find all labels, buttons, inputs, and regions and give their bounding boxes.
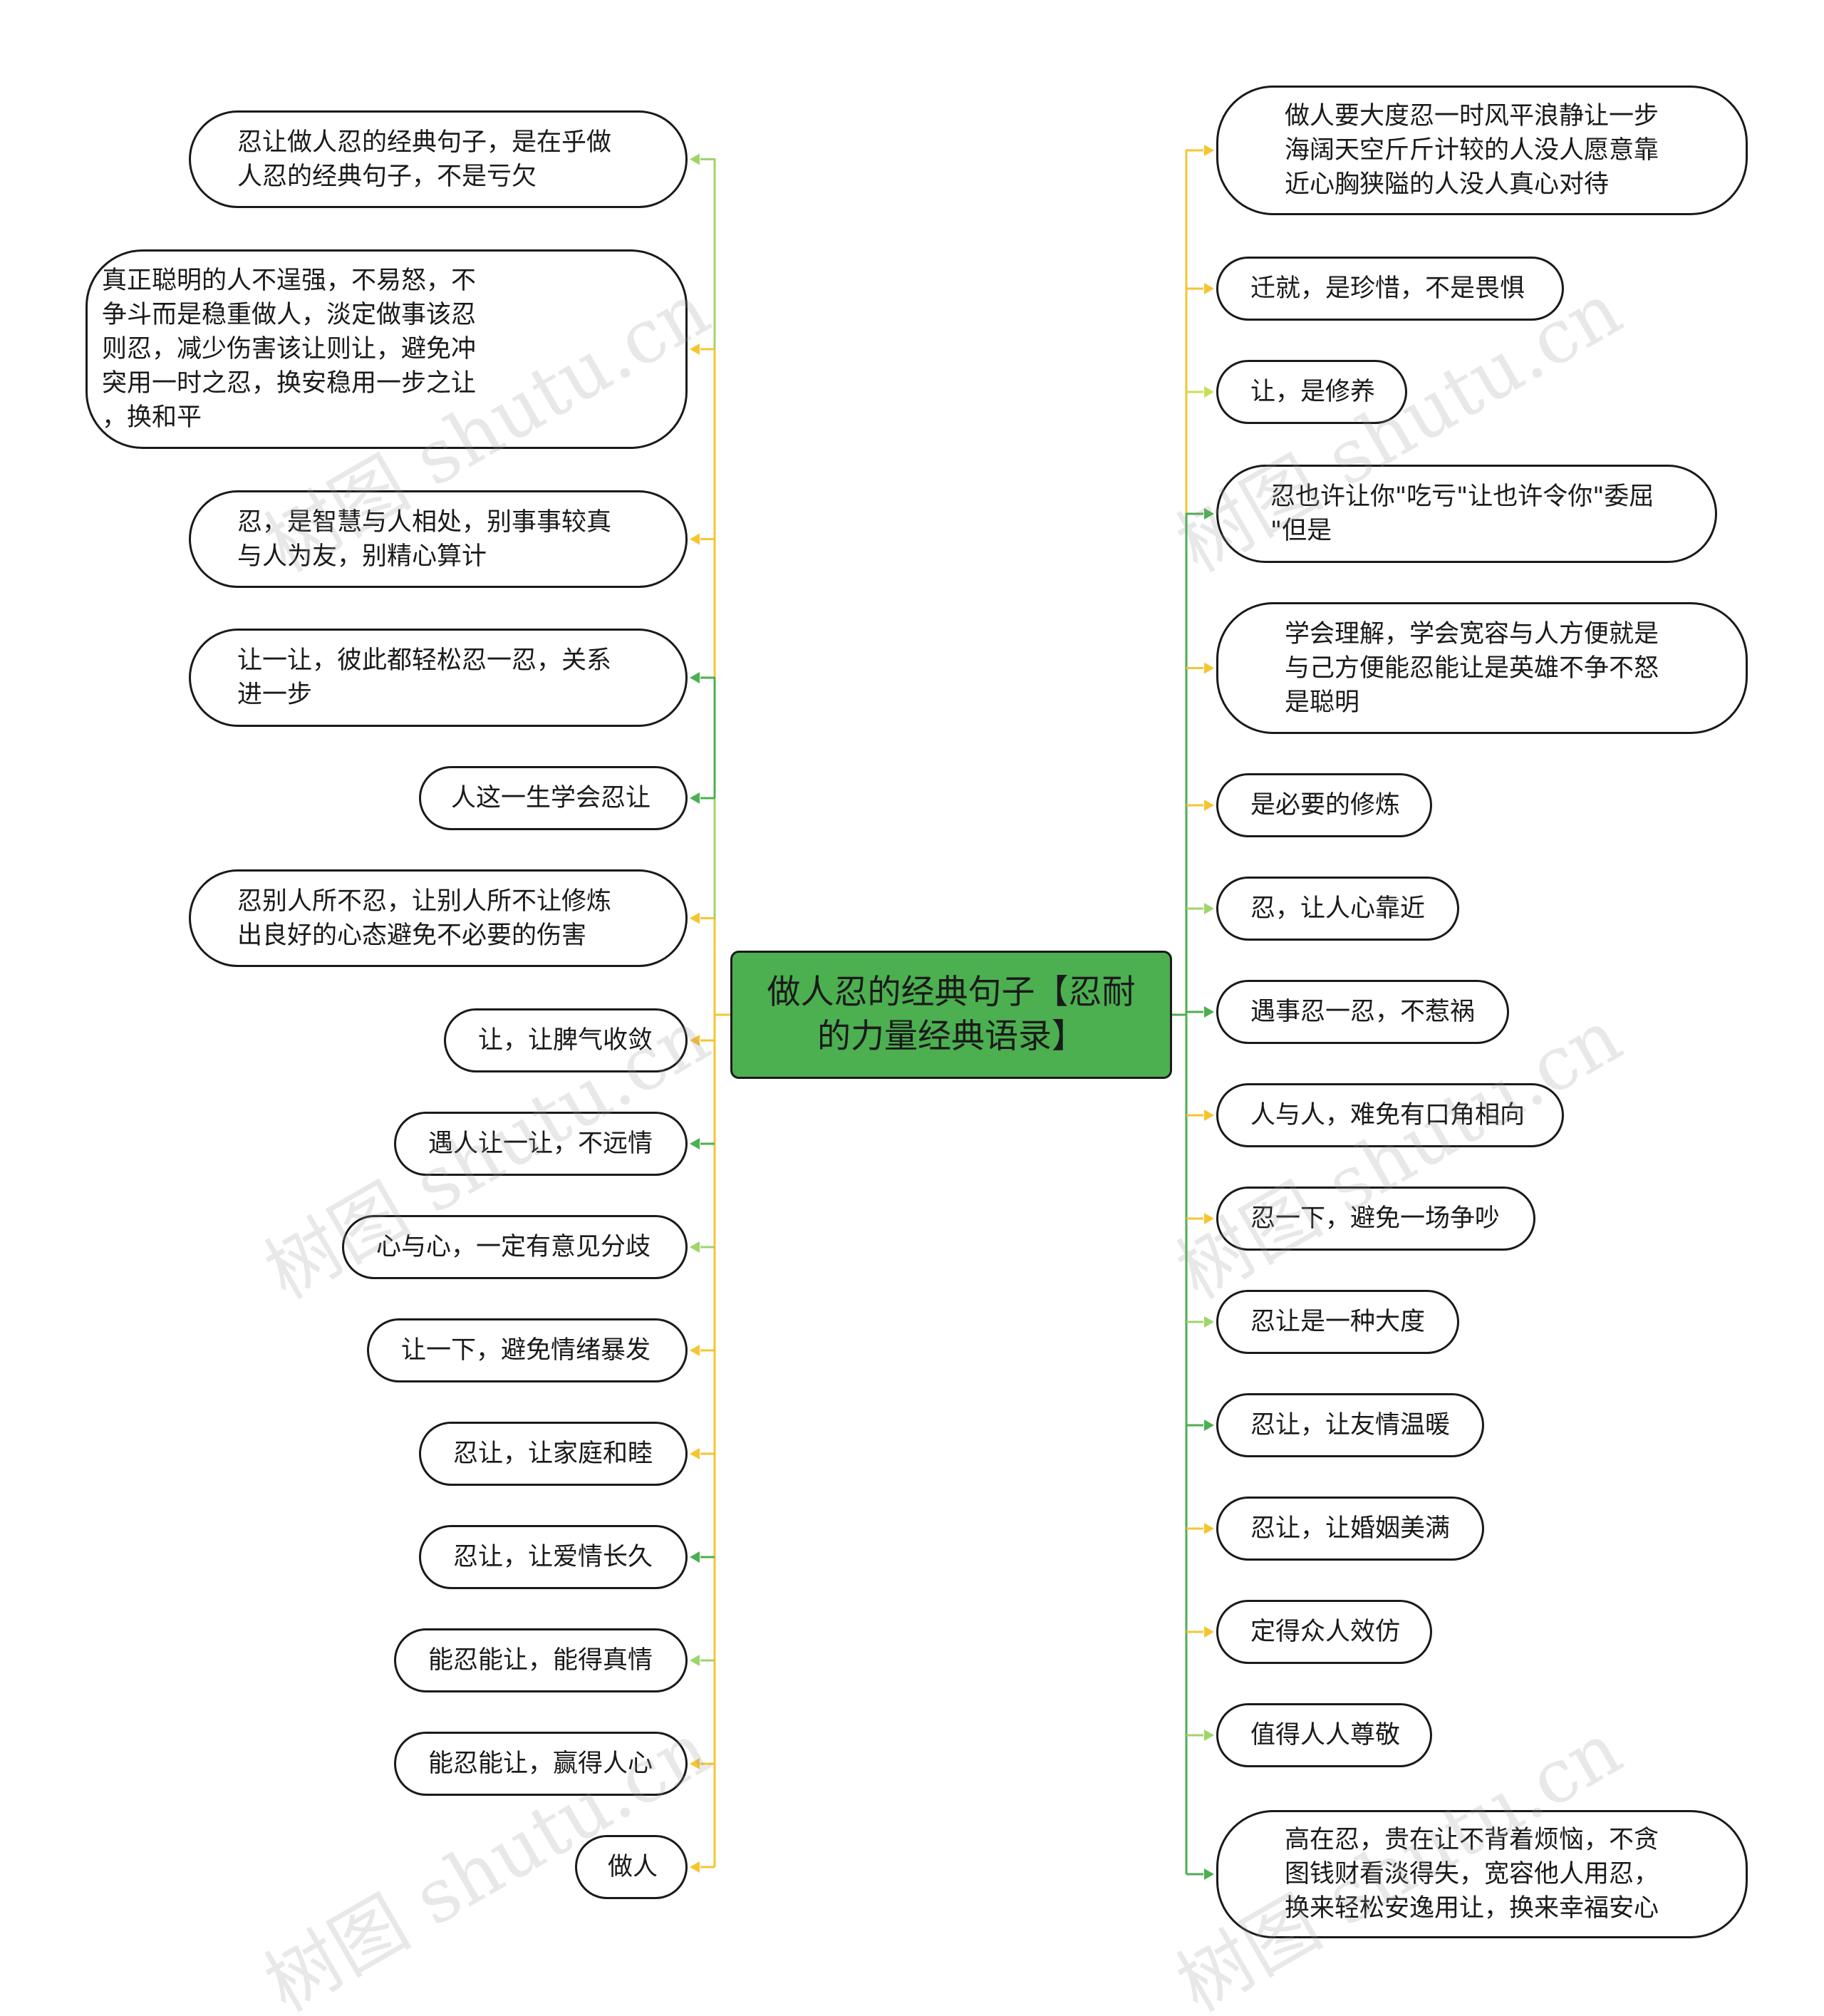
left-topic-node[interactable]: 遇人让一让，不远情 (394, 1112, 688, 1176)
right-topic-node[interactable]: 人与人，难免有口角相向 (1216, 1083, 1564, 1147)
topic-text: 人与人，难免有口角相向 (1250, 1101, 1525, 1130)
left-topic-node[interactable]: 忍让，让爱情长久 (419, 1525, 688, 1589)
arrowhead-icon (690, 343, 700, 355)
right-topic-node[interactable]: 忍一下，避免一场争吵 (1216, 1187, 1535, 1251)
topic-text: 让一让，彼此都轻松忍一忍，关系 进一步 (237, 646, 612, 709)
right-topic-node[interactable]: 忍让，让婚姻美满 (1216, 1497, 1484, 1561)
arrowhead-icon (690, 1138, 700, 1149)
arrowhead-icon (1204, 145, 1214, 156)
topic-text: 忍让，让婚姻美满 (1250, 1514, 1451, 1543)
arrowhead-icon (1204, 1730, 1214, 1741)
arrowhead-icon (690, 1448, 700, 1459)
topic-text: 人这一生学会忍让 (451, 784, 651, 812)
arrowhead-icon (1204, 1213, 1214, 1224)
right-topic-node[interactable]: 值得人人尊敬 (1216, 1703, 1432, 1767)
central-topic[interactable]: 做人忍的经典句子【忍耐 的力量经典语录】 (730, 951, 1172, 1079)
left-topic-node[interactable]: 心与心，一定有意见分歧 (342, 1215, 688, 1279)
right-topic-node[interactable]: 忍也许让你"吃亏"让也许令你"委屈 "但是 (1216, 465, 1717, 563)
topic-text: 能忍能让，能得真情 (428, 1646, 653, 1675)
central-topic-label: 做人忍的经典句子【忍耐 的力量经典语录】 (767, 973, 1136, 1056)
arrowhead-icon (690, 672, 700, 683)
right-topic-node[interactable]: 学会理解，学会宽容与人方便就是 与己方便能忍能让是英雄不争不怒 是聪明 (1216, 602, 1748, 734)
topic-text: 能忍能让，赢得人心 (428, 1749, 653, 1778)
arrowhead-icon (690, 1241, 700, 1253)
left-topic-node[interactable]: 忍让做人忍的经典句子，是在乎做 人忍的经典句子，不是亏欠 (189, 110, 688, 208)
right-topic-node[interactable]: 是必要的修炼 (1216, 773, 1432, 837)
arrowhead-icon (1204, 1626, 1214, 1638)
arrowhead-icon (1204, 1523, 1214, 1534)
left-topic-node[interactable]: 能忍能让，能得真情 (394, 1628, 688, 1692)
topic-text: 做人 (608, 1853, 658, 1881)
arrowhead-icon (690, 1551, 700, 1563)
arrowhead-icon (1204, 662, 1214, 674)
left-topic-node[interactable]: 忍别人所不忍，让别人所不让修炼 出良好的心态避免不必要的伤害 (189, 869, 688, 967)
topic-text: 做人要大度忍一时风平浪静让一步 海阔天空斤斤计较的人没人愿意靠 近心胸狭隘的人没… (1285, 102, 1659, 199)
topic-text: 忍让是一种大度 (1250, 1308, 1426, 1336)
left-topic-node[interactable]: 人这一生学会忍让 (419, 766, 688, 830)
arrowhead-icon (690, 1345, 700, 1356)
arrowhead-icon (1204, 903, 1214, 914)
topic-text: 真正聪明的人不逞强，不易怒，不 争斗而是稳重做人，淡定做事该忍 则忍，减少伤害该… (102, 267, 477, 432)
right-topic-node[interactable]: 遇事忍一忍，不惹祸 (1216, 980, 1509, 1044)
arrowhead-icon (690, 792, 700, 804)
arrowhead-icon (1204, 283, 1214, 294)
topic-text: 忍，是智慧与人相处，别事事较真 与人为友，别精心算计 (237, 507, 612, 571)
topic-text: 忍一下，避免一场争吵 (1250, 1204, 1501, 1233)
arrowhead-icon (690, 1758, 700, 1769)
arrowhead-icon (690, 153, 700, 165)
topic-text: 忍，让人心靠近 (1250, 894, 1426, 923)
topic-text: 高在忍，贵在让不背着烦恼，不贪 图钱财看淡得失，宽容他人用忍， 换来轻松安逸用让… (1285, 1826, 1659, 1923)
right-topic-node[interactable]: 让，是修养 (1216, 360, 1407, 424)
left-topic-node[interactable]: 让一下，避免情绪暴发 (367, 1318, 688, 1382)
arrowhead-icon (1204, 508, 1214, 519)
right-topic-node[interactable]: 忍让，让友情温暖 (1216, 1393, 1484, 1457)
topic-text: 学会理解，学会宽容与人方便就是 与己方便能忍能让是英雄不争不怒 是聪明 (1285, 619, 1659, 717)
topic-text: 忍让，让友情温暖 (1250, 1411, 1451, 1439)
right-topic-node[interactable]: 忍让是一种大度 (1216, 1290, 1459, 1354)
arrowhead-icon (1204, 386, 1214, 398)
arrowhead-icon (1204, 1868, 1214, 1880)
topic-text: 忍别人所不忍，让别人所不让修炼 出良好的心态避免不必要的伤害 (237, 886, 612, 950)
right-topic-node[interactable]: 忍，让人心靠近 (1216, 877, 1459, 941)
arrowhead-icon (1204, 1420, 1214, 1431)
left-topic-node[interactable]: 忍让，让家庭和睦 (419, 1422, 688, 1486)
topic-text: 遇事忍一忍，不惹祸 (1250, 998, 1476, 1026)
right-topic-node[interactable]: 定得众人效仿 (1216, 1600, 1432, 1664)
arrowhead-icon (1204, 1006, 1214, 1018)
left-topic-node[interactable]: 能忍能让，赢得人心 (394, 1732, 688, 1796)
left-topic-node[interactable]: 让一让，彼此都轻松忍一忍，关系 进一步 (189, 629, 688, 727)
left-topic-node[interactable]: 让，让脾气收敛 (444, 1008, 688, 1072)
arrowhead-icon (1204, 800, 1214, 811)
topic-text: 忍让，让爱情长久 (453, 1543, 653, 1571)
arrowhead-icon (1204, 1316, 1214, 1328)
arrowhead-icon (690, 533, 700, 545)
left-topic-node[interactable]: 做人 (575, 1835, 688, 1899)
topic-text: 忍让做人忍的经典句子，是在乎做 人忍的经典句子，不是亏欠 (237, 128, 612, 191)
right-topic-node[interactable]: 高在忍，贵在让不背着烦恼，不贪 图钱财看淡得失，宽容他人用忍， 换来轻松安逸用让… (1216, 1810, 1748, 1938)
left-topic-node[interactable]: 忍，是智慧与人相处，别事事较真 与人为友，别精心算计 (189, 490, 688, 588)
topic-text: 值得人人尊敬 (1250, 1721, 1401, 1749)
right-topic-node[interactable]: 做人要大度忍一时风平浪静让一步 海阔天空斤斤计较的人没人愿意靠 近心胸狭隘的人没… (1216, 86, 1748, 215)
right-topic-node[interactable]: 迁就，是珍惜，不是畏惧 (1216, 257, 1564, 321)
topic-text: 忍让，让家庭和睦 (453, 1439, 653, 1468)
arrowhead-icon (1204, 1110, 1214, 1121)
arrowhead-icon (690, 1861, 700, 1873)
topic-text: 是必要的修炼 (1250, 791, 1401, 820)
topic-text: 让一下，避免情绪暴发 (401, 1336, 651, 1365)
arrowhead-icon (690, 1035, 700, 1046)
topic-text: 忍也许让你"吃亏"让也许令你"委屈 "但是 (1270, 482, 1654, 545)
arrowhead-icon (690, 912, 700, 924)
topic-text: 迁就，是珍惜，不是畏惧 (1250, 274, 1525, 303)
arrowhead-icon (690, 1655, 700, 1666)
topic-text: 让，让脾气收敛 (478, 1026, 653, 1055)
topic-text: 遇人让一让，不远情 (428, 1130, 653, 1158)
topic-text: 心与心，一定有意见分歧 (376, 1233, 651, 1261)
left-topic-node[interactable]: 真正聪明的人不逞强，不易怒，不 争斗而是稳重做人，淡定做事该忍 则忍，减少伤害该… (86, 249, 688, 449)
topic-text: 让，是修养 (1250, 378, 1376, 406)
topic-text: 定得众人效仿 (1250, 1618, 1401, 1646)
